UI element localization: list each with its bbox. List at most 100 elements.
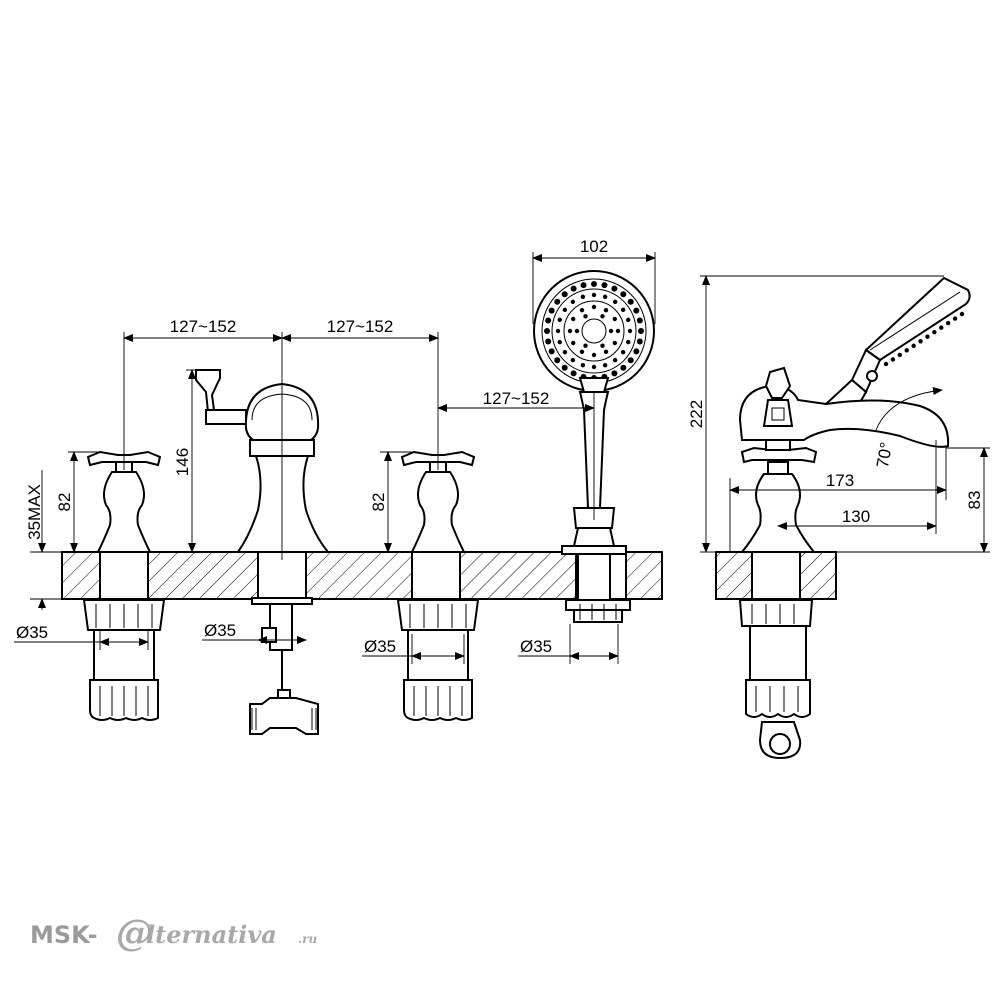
nozzle-dot (626, 317, 631, 323)
side-deck-hole (751, 551, 801, 600)
nozzle-dot (612, 299, 618, 305)
nozzle-dot (570, 357, 576, 363)
nozzle-dot (591, 304, 597, 310)
nozzle-dot (612, 316, 617, 322)
nozzle-dot (580, 363, 586, 368)
nozzle-dot (579, 349, 585, 354)
right-valve (396, 450, 480, 721)
nozzle-dot (545, 317, 552, 324)
dim-diameter-2: Ø35 (204, 621, 236, 640)
dim-diameter-4: Ø35 (520, 637, 552, 656)
nozzle-dot (548, 348, 555, 355)
dim-diameter-1: Ø35 (16, 623, 48, 642)
nozzle-dot (545, 338, 552, 345)
nozzle-dot (633, 307, 640, 314)
nozzle-dot (601, 282, 608, 289)
nozzle-dot (557, 317, 562, 323)
nozzle-dot (627, 328, 633, 334)
nozzle-dot (580, 294, 586, 299)
logo-text-right: lternativa (146, 920, 277, 949)
nozzle-dot (562, 307, 568, 313)
dim-side-reach-spout: 173 (826, 471, 854, 490)
side-nozzle-dot (925, 334, 930, 339)
nozzle-dot (570, 285, 577, 292)
nozzle-dot (611, 285, 618, 292)
nozzle-dot (638, 328, 644, 334)
nozzle-dot (571, 316, 576, 322)
logo-text-left: MSK- (30, 921, 98, 949)
nozzle-dot (636, 317, 643, 324)
nozzle-dot (636, 338, 643, 345)
nozzle-dot (633, 348, 640, 355)
nozzle-dot (567, 328, 573, 334)
nozzle-dot (603, 308, 609, 313)
side-nozzle-dot (959, 311, 965, 317)
nozzle-dot (600, 343, 605, 348)
nozzle-dot (627, 357, 634, 364)
dim-spacing-left: 127~152 (170, 317, 237, 336)
front-dimensions: 102 127~152 127~152 127~152 35MAX (14, 237, 656, 664)
dim-side-total-height: 222 (687, 400, 706, 428)
dim-valve-height-left: 82 (55, 493, 74, 512)
nozzle-dot (574, 328, 580, 334)
nozzle-dot (615, 328, 621, 334)
nozzle-dot (620, 291, 627, 298)
nozzle-dot (583, 343, 588, 348)
side-nozzle-dot (945, 320, 951, 326)
dim-diameter-3: Ø35 (364, 637, 396, 656)
nozzle-dot (580, 282, 587, 289)
side-view: 222 83 173 130 70° (687, 275, 990, 760)
side-nozzle-dot (932, 329, 937, 335)
side-nozzle-dot (918, 339, 923, 344)
logo-suffix: .ru (298, 932, 318, 946)
dim-deck-thickness: 35MAX (25, 484, 44, 540)
deck-hole-right-valve (411, 551, 461, 600)
dim-side-angle: 70° (873, 441, 896, 470)
nozzle-dot (554, 298, 561, 305)
dim-side-reach-valve: 130 (842, 507, 870, 526)
nozzle-dot (557, 339, 562, 345)
nozzle-dot (591, 364, 597, 370)
side-nozzle-dot (952, 316, 958, 321)
front-view: 102 127~152 127~152 127~152 35MAX (14, 237, 663, 735)
nozzle-dot (554, 357, 561, 364)
nozzle-dot (602, 294, 608, 299)
nozzle-dot (561, 291, 568, 298)
brand-logo: MSK- @ lternativa .ru (30, 915, 318, 954)
side-nozzle-dot (911, 343, 916, 349)
dim-handshower-width: 102 (580, 237, 608, 256)
nozzle-dot (562, 349, 568, 355)
nozzle-dot (608, 328, 614, 334)
nozzle-dot (544, 328, 550, 334)
nozzle-dot (570, 370, 577, 377)
dim-spacing-right: 127~152 (327, 317, 394, 336)
side-nozzle-dot (897, 352, 903, 358)
dim-side-height: 83 (965, 491, 984, 510)
nozzle-dot (611, 370, 618, 377)
nozzle-dot (620, 307, 626, 313)
deck-slab (61, 551, 663, 600)
side-nozzle-dot (890, 357, 896, 362)
logo-at-mark: @ (116, 915, 152, 954)
nozzle-dot (620, 349, 626, 355)
nozzle-dot (555, 328, 561, 334)
side-nozzle-dot (904, 348, 909, 353)
nozzle-dot (591, 281, 597, 287)
side-nozzle-dot (939, 325, 944, 330)
nozzle-dot (579, 308, 585, 313)
nozzle-dot (620, 364, 627, 371)
nozzle-dot (548, 307, 555, 314)
nozzle-dot (603, 349, 609, 354)
dim-spout-height: 146 (173, 448, 192, 476)
dim-spacing-shower: 127~152 (483, 389, 550, 408)
nozzle-dot (591, 352, 597, 358)
nozzle-dot (583, 314, 588, 319)
nozzle-dot (591, 292, 597, 298)
nozzle-dot (602, 363, 608, 368)
nozzle-dot (612, 340, 617, 346)
nozzle-dot (561, 364, 568, 371)
nozzle-dot (612, 357, 618, 363)
nozzle-dot (600, 314, 605, 319)
dim-valve-height-right: 82 (369, 493, 388, 512)
